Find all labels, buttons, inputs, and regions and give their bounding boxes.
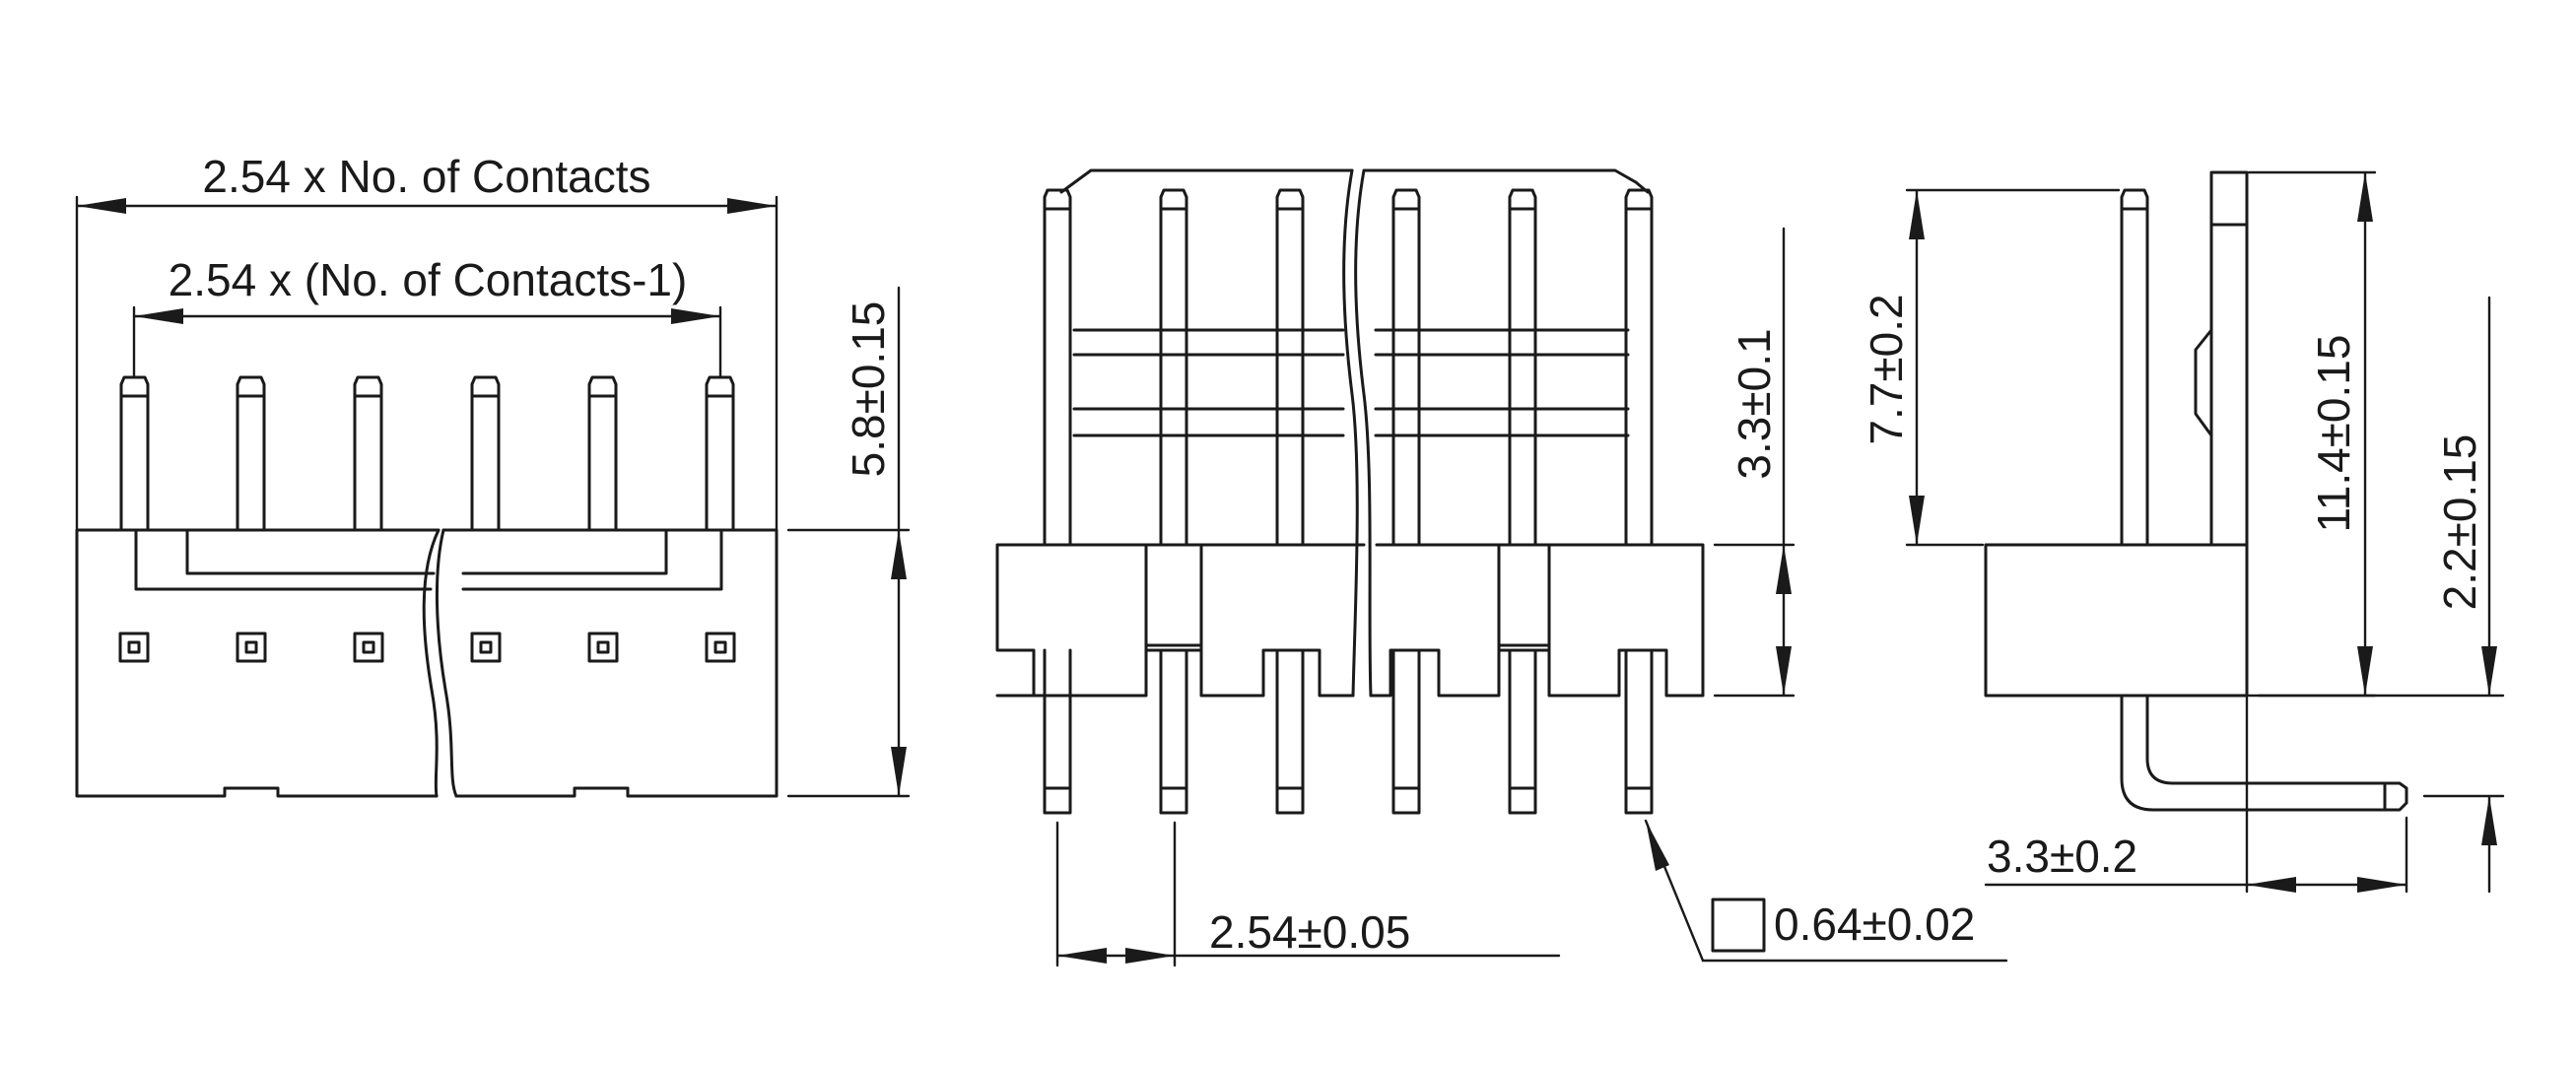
window — [479, 640, 493, 654]
front-square-windows — [118, 632, 736, 663]
side-pin-tail — [1391, 648, 1421, 815]
front-contact-pins — [119, 375, 735, 532]
front-housing-right — [441, 528, 779, 798]
window — [127, 640, 141, 654]
side-pin-tail — [1159, 648, 1188, 815]
pin-size-label: 0.64±0.02 — [1774, 899, 1975, 950]
side-pin-tail — [1508, 648, 1537, 815]
window — [362, 640, 375, 654]
side-pin-tail — [1043, 648, 1072, 815]
pin-size-callout: 0.64±0.02 — [1644, 819, 2008, 963]
window — [470, 632, 502, 663]
side-break-line — [1342, 168, 1359, 698]
overall-width-label: 2.54 x No. of Contacts — [202, 151, 650, 202]
front-housing-left — [75, 528, 441, 798]
front-break-line — [422, 528, 441, 798]
side-pitch-dimension: 2.54±0.05 — [1055, 821, 1561, 967]
side-pin — [1391, 188, 1421, 547]
pin-length-label: 7.7±0.2 — [1861, 294, 1912, 444]
front-latch-frame — [134, 528, 723, 591]
profile-bent-lead — [2120, 694, 2408, 812]
lead-height-label: 2.2±0.15 — [2434, 434, 2485, 611]
side-pin-tail — [1624, 648, 1654, 815]
window — [236, 632, 267, 663]
overall-width-dimension: 2.54 x No. of Contacts — [75, 151, 779, 532]
side-pitch-label: 2.54±0.05 — [1209, 906, 1410, 958]
front-height-label: 5.8±0.15 — [843, 301, 894, 478]
front-pin — [236, 375, 266, 532]
window — [118, 632, 150, 663]
side-break-line-2 — [1354, 168, 1373, 698]
front-pin — [470, 375, 501, 532]
overall-height-label: 11.4±0.15 — [2308, 335, 2359, 533]
side-top-cap — [1059, 168, 1650, 194]
profile-view: 7.7±0.2 11.4±0.15 2.2±0.15 3.3±0.2 — [1861, 170, 2505, 894]
front-break-line-2 — [435, 528, 458, 798]
pitch-span-dimension: 2.54 x (No. of Contacts-1) — [132, 254, 722, 379]
side-pin — [1043, 188, 1072, 547]
window — [705, 632, 736, 663]
window — [596, 640, 610, 654]
side-pin — [1159, 188, 1188, 547]
front-pin — [705, 375, 735, 532]
profile-pin-upper — [2120, 188, 2149, 547]
side-pins-lower — [1043, 648, 1654, 815]
square-symbol — [1711, 898, 1766, 953]
pin-above-dimension: 3.3±0.1 — [1713, 227, 1796, 698]
side-view: 3.3±0.1 2.54±0.05 0.64±0.02 — [995, 168, 2008, 967]
front-pin — [587, 375, 618, 532]
lead-offset-label: 3.3±0.2 — [1987, 831, 2137, 882]
side-pin — [1624, 188, 1654, 547]
pin-above-label: 3.3±0.1 — [1729, 328, 1780, 479]
lead-offset-dimension: 3.3±0.2 — [1984, 694, 2408, 894]
side-pin-tail — [1275, 648, 1305, 815]
overall-height-dimension: 11.4±0.15 — [2247, 170, 2377, 698]
side-base-housing — [995, 543, 1705, 698]
side-pin — [1275, 188, 1305, 547]
front-pin — [353, 375, 383, 532]
profile-body — [1984, 543, 2249, 698]
side-rails — [1072, 328, 1630, 437]
pitch-span-label: 2.54 x (No. of Contacts-1) — [169, 254, 688, 305]
window — [244, 640, 258, 654]
window — [713, 640, 727, 654]
profile-latch — [2194, 170, 2249, 547]
front-pin — [119, 375, 150, 532]
lead-height-dimension: 2.2±0.15 — [2257, 296, 2505, 894]
front-view: 2.54 x No. of Contacts 2.54 x (No. of Co… — [75, 151, 911, 798]
side-pins-upper — [1043, 188, 1654, 547]
front-height-dimension: 5.8±0.15 — [786, 286, 911, 798]
pin-length-dimension: 7.7±0.2 — [1861, 188, 2121, 547]
window — [587, 632, 619, 663]
side-housing-divisions — [1144, 543, 1551, 652]
side-pin — [1508, 188, 1537, 547]
window — [353, 632, 384, 663]
